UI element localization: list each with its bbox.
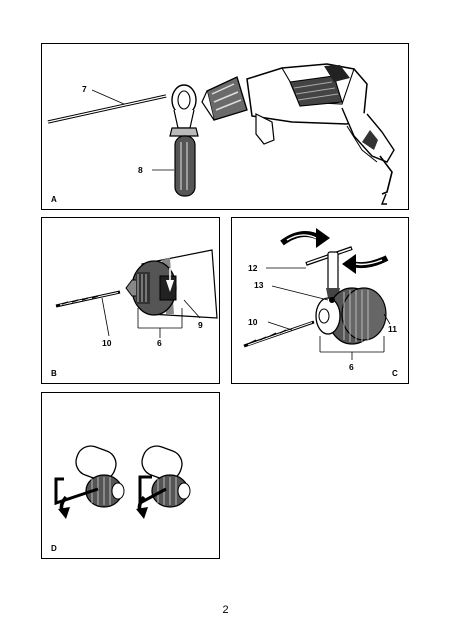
figure-panel-b: 10 6 9 B: [41, 217, 220, 384]
figure-panel-a: 7 8 A: [41, 43, 409, 210]
callout-11: 11: [388, 324, 397, 334]
chuck-key: [305, 246, 353, 298]
side-handle-grip: [174, 135, 196, 197]
callout-9: 9: [198, 320, 203, 330]
callout-10: 10: [102, 338, 112, 348]
callout-12: 12: [248, 263, 258, 273]
callout-13: 13: [254, 280, 264, 290]
chuck-with-hex-key-right: [136, 445, 191, 519]
panel-label-b: B: [51, 369, 57, 378]
rotation-arrow-top-icon: [280, 228, 330, 248]
rotation-arrow-right-icon: [342, 254, 389, 274]
keyless-chuck-bit-insertion-illustration: 10 6 9: [55, 249, 218, 348]
callout-6: 6: [349, 362, 354, 372]
figure-panel-d: D: [41, 392, 220, 559]
panel-label-a: A: [51, 195, 57, 204]
keyed-chuck: [315, 287, 387, 345]
drill-bit: [55, 290, 121, 308]
panel-label-d: D: [51, 544, 57, 553]
chuck-with-hex-key-left: [54, 445, 125, 519]
drill-with-side-handle-illustration: 7 8: [47, 63, 395, 205]
keyless-chuck: [125, 260, 177, 316]
callout-8: 8: [138, 165, 143, 175]
figure-panel-c: 12 13 10 11 6 C: [231, 217, 409, 384]
callout-7: 7: [82, 84, 87, 94]
chuck-removal-illustration: [54, 445, 191, 519]
keyed-chuck-bit-insertion-illustration: 12 13 10 11 6: [243, 228, 397, 372]
page-number: 2: [222, 604, 229, 616]
drill-bit: [243, 320, 315, 348]
hammer-drill-body: [201, 63, 395, 205]
callout-6: 6: [157, 338, 162, 348]
callout-10: 10: [248, 317, 258, 327]
panel-label-c: C: [392, 369, 398, 378]
